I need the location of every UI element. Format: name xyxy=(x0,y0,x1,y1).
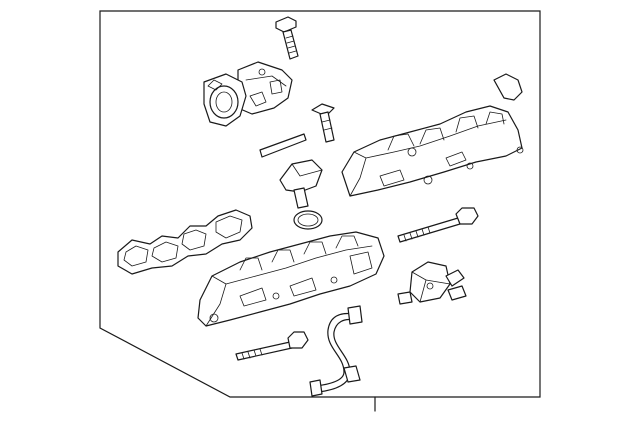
right-manifold-housing[interactable] xyxy=(341,105,524,197)
bolt-top[interactable] xyxy=(275,16,299,60)
gasket-strip[interactable] xyxy=(259,133,307,158)
plug-fitting[interactable] xyxy=(279,159,323,209)
left-gasket[interactable] xyxy=(117,209,253,275)
o-ring[interactable] xyxy=(293,210,323,230)
long-bolt-bottom[interactable] xyxy=(235,331,309,361)
sensor-housing[interactable] xyxy=(203,61,293,127)
solenoid-valve[interactable] xyxy=(397,261,467,305)
stud-bolt[interactable] xyxy=(311,103,335,143)
tube-line[interactable] xyxy=(309,305,363,397)
long-bolt-right[interactable] xyxy=(397,207,479,243)
left-manifold-housing[interactable] xyxy=(197,231,385,327)
cap-cover[interactable] xyxy=(493,73,523,101)
